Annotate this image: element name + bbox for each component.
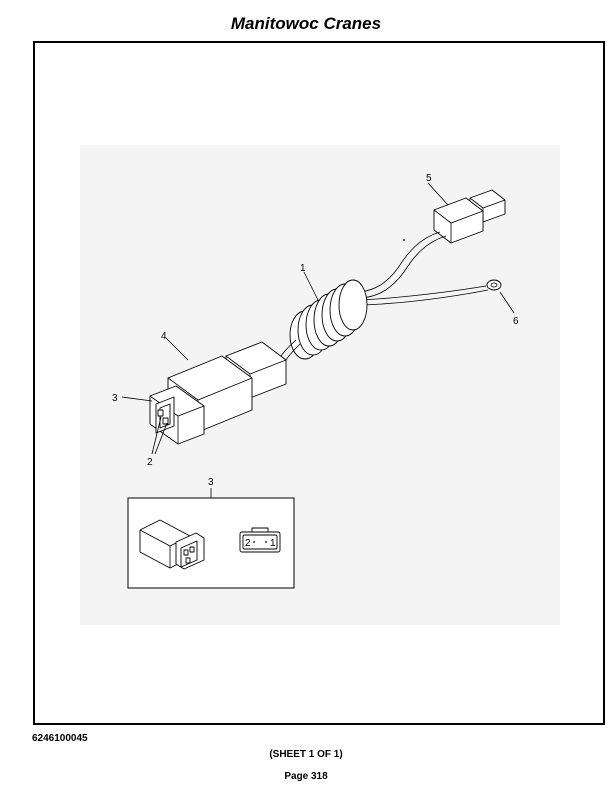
- callout-item3-detail: 3: [208, 477, 214, 488]
- callout-item2: 2: [147, 457, 153, 468]
- pin-label-1: 1: [270, 538, 276, 549]
- detail-connector-face: [239, 527, 281, 553]
- document-number: 6246100045: [32, 733, 88, 744]
- leader-lines: [121, 182, 515, 498]
- callout-item3: 3: [112, 393, 118, 404]
- connector-item3: [149, 385, 205, 445]
- callout-item6: 6: [513, 316, 519, 327]
- callout-item5: 5: [426, 173, 432, 184]
- drawing-dot: [403, 239, 405, 241]
- detail-connector-iso: [139, 519, 205, 570]
- detail-view-item3: 2 1: [127, 497, 295, 589]
- callout-item4: 4: [161, 331, 167, 342]
- cable: [359, 231, 502, 306]
- page-number: Page 318: [284, 771, 328, 782]
- page-title: Manitowoc Cranes: [230, 14, 382, 33]
- drawing-frame: [33, 41, 605, 725]
- sheet-indicator: (SHEET 1 OF 1): [269, 749, 343, 760]
- pin-label-2: 2: [245, 538, 251, 549]
- callout-item1: 1: [300, 263, 306, 274]
- coiled-cord-item1: [277, 279, 368, 367]
- connector-item5: [433, 189, 506, 244]
